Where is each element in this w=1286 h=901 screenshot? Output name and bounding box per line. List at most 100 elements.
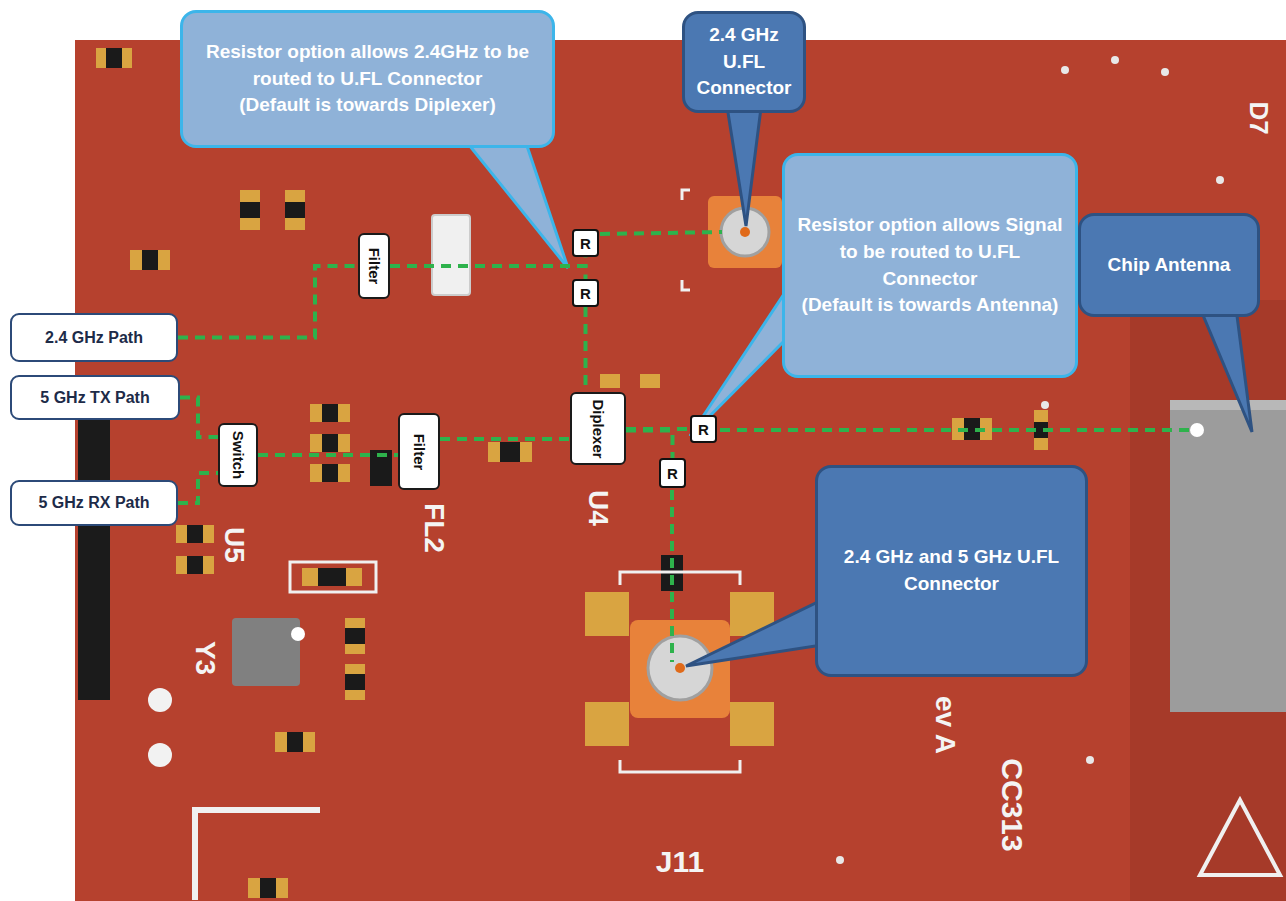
callout-tail: [1200, 308, 1252, 432]
via-hole: [148, 688, 172, 712]
smd-body: [142, 250, 158, 270]
ufl-connector-j11: [585, 572, 774, 772]
chip-antenna-body: [1170, 400, 1286, 712]
switch-box: Switch: [218, 423, 258, 487]
esd-symbol: [1200, 800, 1280, 875]
ground-cutout: [1130, 300, 1286, 901]
chip-antenna-edge: [1170, 400, 1286, 410]
silkscreen-label: U4: [582, 490, 614, 526]
silkscreen-label: U5: [218, 527, 250, 563]
connector-ring: [648, 636, 712, 700]
connector-pad: [730, 702, 774, 746]
signal-path: [440, 437, 570, 441]
silkscreen-label: J11: [656, 845, 704, 879]
via: [1086, 756, 1094, 764]
node-text: (Default is towards Antenna): [802, 292, 1059, 319]
node-text: R: [698, 421, 709, 438]
smd-pad: [488, 442, 532, 462]
smd-body: [322, 464, 338, 482]
callout-tail: [465, 140, 568, 268]
callout-bubble: 2.4 GHz U.FL Connector: [682, 11, 806, 113]
resistor-box: R: [690, 415, 717, 443]
filter-box: Filter: [358, 233, 390, 299]
signal-path: [626, 431, 673, 459]
smd-pad: [310, 404, 350, 422]
connector-body: [630, 620, 730, 718]
connector-pad: [585, 702, 629, 746]
crystal-chip: [232, 618, 300, 686]
node-text: R: [580, 235, 591, 252]
smd-pad: [310, 464, 350, 482]
connector-pin: [675, 663, 685, 673]
node-text: 2.4 GHz Path: [45, 329, 143, 347]
silkscreen-label: Y3: [189, 641, 221, 675]
smd-body: [285, 202, 305, 218]
via: [1061, 66, 1069, 74]
node-text: 5 GHz RX Path: [38, 494, 149, 512]
callout-bubble: 2.4 GHz and 5 GHz U.FL Connector: [815, 465, 1088, 677]
silkscreen-label: FL2: [418, 503, 450, 553]
path-label: 5 GHz TX Path: [10, 375, 180, 420]
node-text: Chip Antenna: [1108, 252, 1231, 279]
smd-body: [322, 404, 338, 422]
signal-path: [584, 307, 588, 392]
connector-pad: [585, 592, 629, 636]
smd-body: [187, 525, 203, 543]
via: [1111, 56, 1119, 64]
diplexer-box: Diplexer: [570, 392, 626, 465]
silkscreen-label: ev A: [929, 696, 961, 754]
smd-pad: [600, 374, 620, 388]
node-text: Resistor option allows Signal to be rout…: [797, 212, 1063, 292]
path-label: 2.4 GHz Path: [10, 313, 178, 362]
resistor-box: R: [572, 229, 599, 257]
smd-body: [106, 48, 122, 68]
signal-path: [258, 453, 398, 457]
smd-body: [345, 628, 365, 644]
smd-body: [187, 556, 203, 574]
callout-bubble: Chip Antenna: [1078, 213, 1260, 317]
via: [1041, 401, 1049, 409]
smd-pad: [640, 374, 660, 388]
signal-wire: [720, 428, 1195, 432]
via-hole: [148, 743, 172, 767]
smd-pad: [240, 190, 260, 230]
inductor-part: [432, 215, 470, 295]
signal-path: [390, 266, 586, 279]
node-text: 5 GHz TX Path: [40, 389, 149, 407]
signal-path: [178, 473, 218, 503]
node-text: R: [580, 285, 591, 302]
smd-body: [500, 442, 520, 462]
signal-path: [390, 257, 586, 266]
smd-body: [260, 878, 276, 898]
pcb-board: [75, 40, 1286, 901]
resistor-box: R: [659, 458, 686, 488]
pin1-dot: [291, 627, 305, 641]
smd-pad: [176, 556, 214, 574]
node-text: Filter: [411, 433, 428, 470]
filter-box: Filter: [398, 413, 440, 490]
silk-bracket: [682, 190, 798, 290]
callout-bubble: Resistor option allows Signal to be rout…: [782, 153, 1078, 378]
smd-pad: [275, 732, 315, 752]
smd-pad: [96, 48, 132, 68]
node-text: Diplexer: [590, 399, 607, 458]
smd-pad: [176, 525, 214, 543]
silk-outline: [290, 562, 376, 592]
callout-tail: [726, 100, 762, 226]
node-text: Switch: [230, 431, 247, 479]
signal-wire: [670, 490, 674, 662]
smd-body: [345, 674, 365, 690]
smd-body: [318, 568, 346, 586]
node-text: 2.4 GHz U.FL Connector: [697, 22, 792, 102]
via: [1216, 176, 1224, 184]
node-text: (Default is towards Diplexer): [239, 92, 496, 119]
smd-pad: [345, 664, 365, 700]
node-text: Filter: [366, 248, 383, 285]
smd-pad: [310, 434, 350, 452]
callout-tail: [690, 285, 790, 436]
smd-pad: [302, 568, 362, 586]
smd-pad: [130, 250, 170, 270]
callout-bubble: Resistor option allows 2.4GHz to be rout…: [180, 10, 555, 148]
